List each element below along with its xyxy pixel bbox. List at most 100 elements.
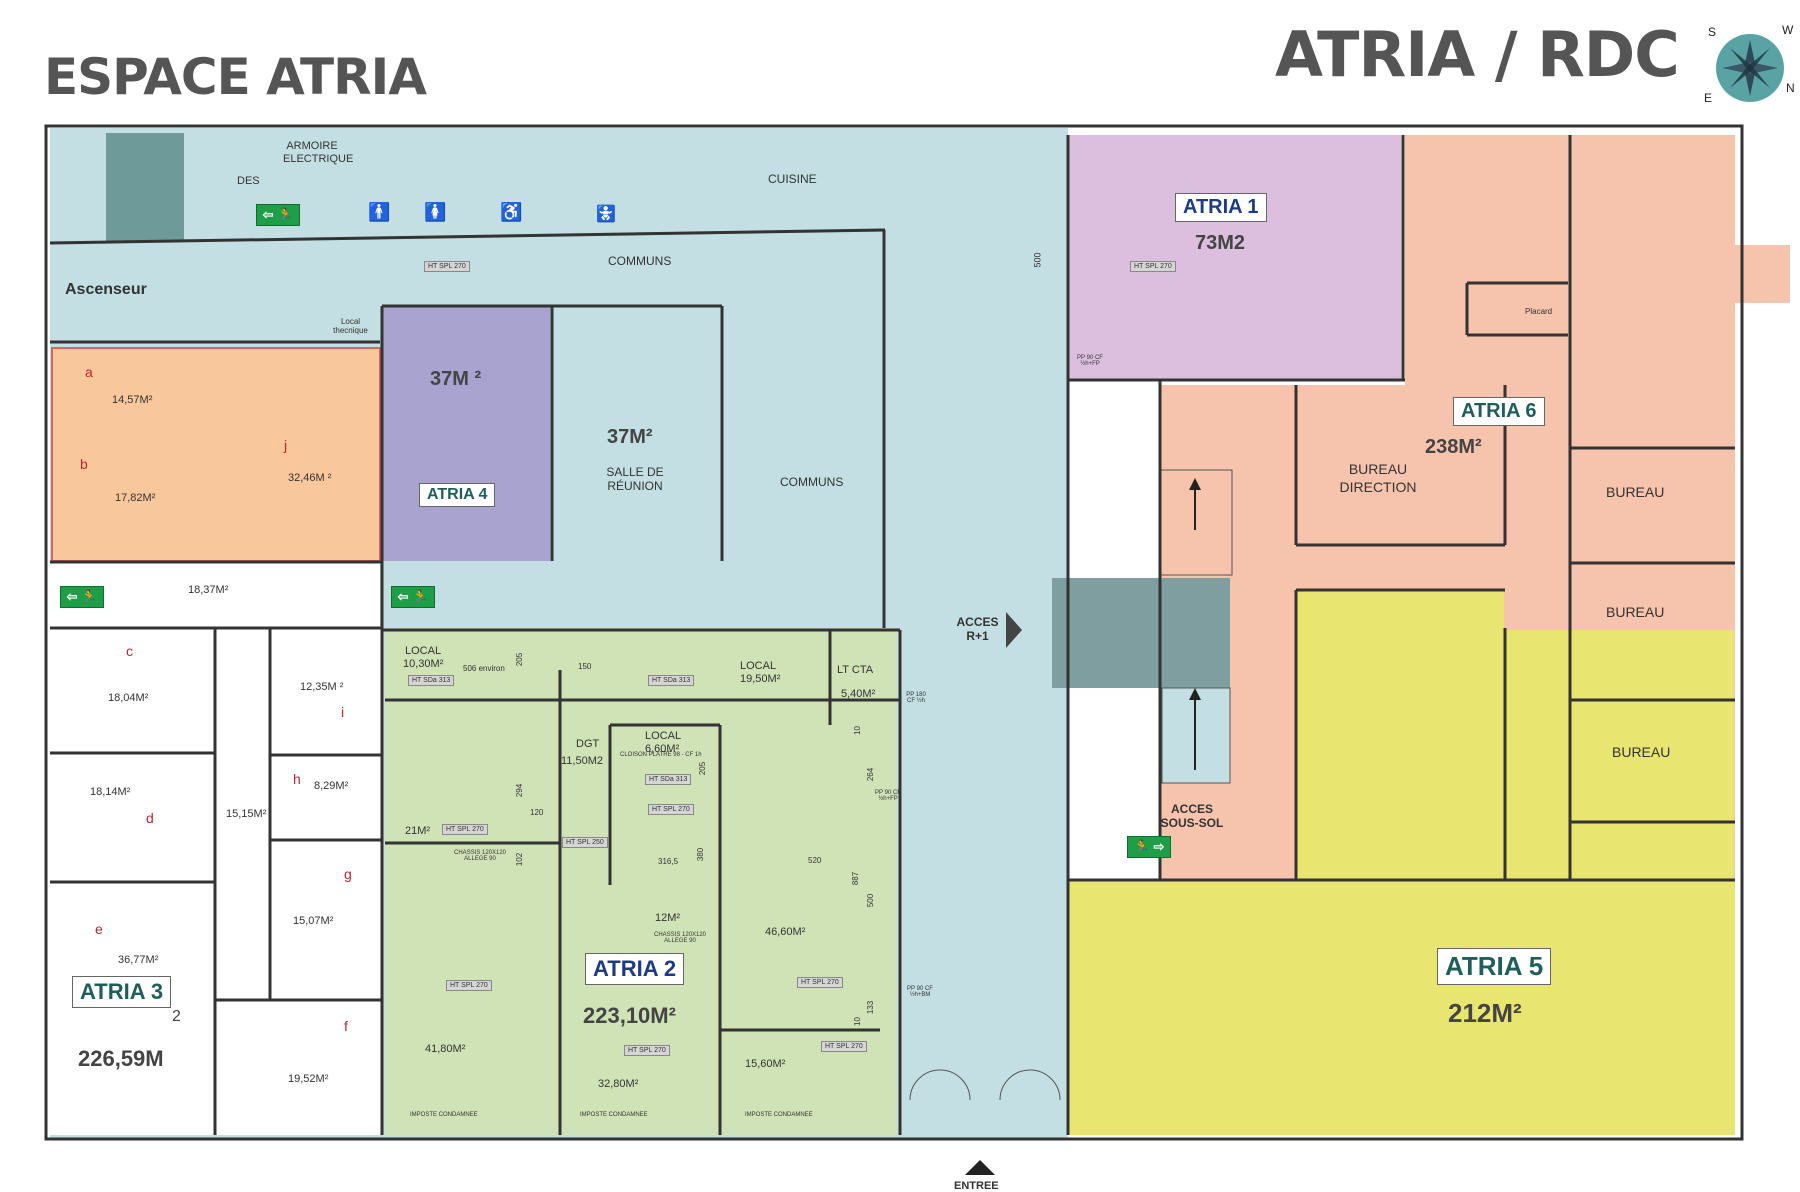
dim-102: 102 (515, 852, 525, 867)
tag-ht-spl-6: HT SPL 270 (624, 1045, 670, 1056)
area-atria2: 223,10M² (583, 1003, 676, 1028)
local2-area: 19,50M² (740, 673, 781, 685)
entrance-arrow-icon (965, 1160, 995, 1175)
area-mid-corridor: 15,15M² (226, 808, 267, 820)
salle-area: 37M² (607, 426, 653, 448)
room-letter-b: b (80, 456, 88, 472)
area-f: 19,52M² (288, 1073, 329, 1085)
badge-atria3: ATRIA 3 (72, 976, 172, 1008)
dim-205: 205 (515, 652, 525, 667)
dim-10a: 10 (852, 726, 862, 735)
dim-520: 520 (808, 856, 822, 865)
baby-icon: 🚼 (596, 206, 616, 223)
area-15: 15,60M² (745, 1058, 786, 1070)
pp90c-label: PP 90 CF ½h+BM (907, 986, 933, 998)
area-atria5: 212M² (1448, 998, 1522, 1028)
dim-316: 316,5 (658, 857, 679, 866)
exit-sign-icon: ⇦ 🏃 (256, 204, 300, 226)
exit-sign-icon: ⇦ 🏃 (60, 586, 104, 608)
orange-rooms (51, 347, 381, 562)
entrance-doors (909, 1069, 1061, 1101)
area-c: 18,04M² (108, 692, 149, 704)
exit-sign-icon: 🏃 ⇨ (1127, 836, 1171, 858)
atria4-zone (382, 306, 550, 561)
area-h: 8,29M² (314, 780, 349, 792)
room-letter-g: g (344, 866, 352, 882)
stairs-arrow-down-icon (1189, 688, 1201, 700)
badge-atria6: ATRIA 6 (1453, 397, 1545, 426)
local3-label: LOCAL (645, 730, 682, 742)
compass-icon: S W E N (1704, 23, 1795, 105)
area-atria3: 226,59M (78, 1046, 164, 1071)
walls (44, 124, 1744, 1141)
area-atria1: 73M2 (1195, 232, 1246, 254)
area-a: 14,57M² (112, 394, 153, 406)
tag-ht-spl-4: HT SPL 270 (442, 824, 488, 835)
tag-ht-spl-3: HT SPL 270 (648, 804, 694, 815)
pp90b-label: PP 90 CF ½h+FP (875, 790, 901, 802)
room-letter-i: i (341, 704, 345, 720)
imposte3: IMPOSTE CONDAMNEE (745, 1112, 813, 1118)
area-atria3-sup: 2 (172, 1008, 181, 1025)
pp180-label: PP 180 CF ½h (906, 692, 926, 704)
dgt-label: DGT (576, 738, 600, 750)
area-b: 17,82M² (115, 492, 156, 504)
area-21: 21M² (405, 825, 431, 837)
local-tech-label: Local thecnique (333, 317, 368, 335)
area-32: 32,80M² (598, 1078, 639, 1090)
area-41: 41,80M² (425, 1043, 466, 1055)
area-g: 15,07M² (293, 915, 334, 927)
ltcta-label: LT CTA (837, 664, 874, 676)
atria6-zone-c (1735, 245, 1790, 303)
atria2-zone (385, 628, 897, 1135)
tag-sda-3: HT SDa 313 (645, 774, 692, 785)
stairs-left (106, 133, 184, 241)
bureau-1-label: BUREAU (1606, 484, 1665, 500)
bureau-2-label: BUREAU (1606, 604, 1665, 620)
cloison-label: CLOISON PLATRE 98 - CF 1h (620, 752, 702, 758)
corridor-zone (50, 562, 380, 628)
dim-10b: 10 (852, 1017, 862, 1026)
area-46: 46,60M² (765, 926, 806, 938)
tag-ht-spl-1: HT SPL 270 (424, 261, 470, 272)
dim-380: 380 (696, 847, 706, 862)
dim-500b: 500 (866, 893, 876, 908)
plan-title: ESPACE ATRIA (44, 48, 427, 106)
compass-w: W (1782, 23, 1794, 37)
dim-205b: 205 (698, 761, 708, 776)
compass-s: S (1708, 25, 1716, 39)
communs-top-label: COMMUNS (608, 254, 672, 268)
area-corridor: 18,37M² (188, 584, 229, 596)
local1-area: 10,30M² (403, 658, 444, 670)
acces-r1-label: ACCES R+1 (956, 615, 999, 643)
chassis1: CHASSIS 120X120 ALLEGE 90 (453, 850, 507, 862)
chassis2: CHASSIS 120X120 ALLEGE 90 (653, 932, 707, 944)
local3-area: 6,60M² (645, 743, 680, 755)
room-letter-f: f (344, 1018, 348, 1034)
badge-atria1: ATRIA 1 (1175, 193, 1267, 222)
tag-sda-1: HT SDa 313 (408, 675, 455, 686)
toilet-woman-icon: 🚺 (424, 202, 447, 222)
des-label: DES (237, 175, 260, 187)
salle-label: SALLE DE RÉUNION (606, 465, 664, 493)
dgt-area: 11,50M2 (561, 755, 603, 767)
compass-n: N (1786, 81, 1795, 95)
badge-atria5: ATRIA 5 (1437, 948, 1552, 985)
local1-label: LOCAL (405, 645, 442, 657)
stairs-r1 (1052, 578, 1230, 688)
floor-title: ATRIA / RDC (1275, 18, 1680, 91)
dim-120: 120 (530, 808, 544, 817)
tag-ht-spl-8: HT SPL 270 (821, 1041, 867, 1052)
compass-e: E (1704, 91, 1712, 105)
area-atria4: 37M ² (430, 368, 482, 390)
dim-264: 264 (866, 767, 876, 782)
tag-sda-2: HT SDa 313 (648, 675, 695, 686)
room-letter-d: d (146, 810, 154, 826)
area-e: 36,77M² (118, 954, 159, 966)
ltcta-area: 5,40M² (841, 688, 876, 700)
room-letter-a: a (85, 364, 93, 380)
accessible-icon: ♿ (500, 202, 523, 222)
dim-294: 294 (515, 783, 525, 798)
imposte1: IMPOSTE CONDAMNEE (410, 1112, 478, 1118)
area-12: 12M² (655, 912, 681, 924)
